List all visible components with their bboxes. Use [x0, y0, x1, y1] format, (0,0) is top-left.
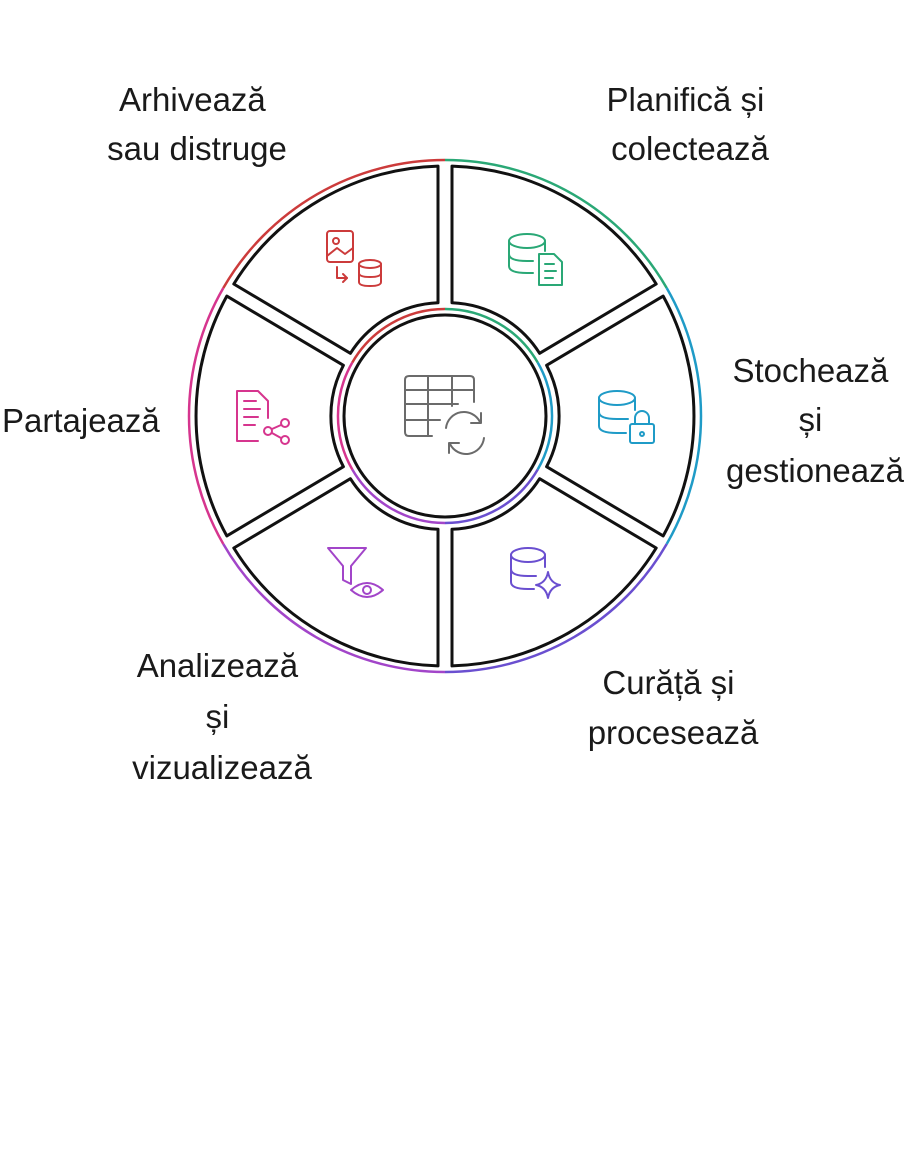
label-clean: Curăță și procesează [588, 664, 759, 751]
segment-clean[interactable] [450, 477, 658, 668]
inner-arc-clean [444, 468, 539, 525]
outer-arc-store [665, 287, 703, 545]
center-hub [342, 313, 548, 519]
inner-arc-plan [444, 307, 539, 364]
outer-arc-analyze [222, 543, 446, 674]
outer-arc-share [187, 287, 225, 545]
segment-store[interactable] [545, 294, 696, 538]
segment-archive[interactable] [232, 164, 440, 355]
inner-arc-share [336, 361, 354, 471]
inner-arc-archive [351, 307, 446, 364]
label-share: Partajează [2, 402, 160, 439]
outer-arc-clean [444, 543, 668, 674]
inner-arc-store [536, 361, 554, 471]
segments [194, 164, 696, 668]
image-to-database-icon [326, 230, 382, 287]
filter-eye-icon [327, 547, 384, 598]
document-share-icon [236, 390, 290, 445]
segment-share[interactable] [194, 294, 345, 538]
label-analyze: Analizează și vizualizează [132, 647, 312, 786]
outer-ring [187, 158, 703, 674]
database-document-icon [508, 233, 563, 286]
label-plan: Planifică și colectează [607, 81, 774, 167]
table-refresh-icon [404, 375, 485, 455]
segment-plan[interactable] [450, 164, 658, 355]
outer-arc-plan [444, 158, 668, 289]
segment-analyze[interactable] [232, 477, 440, 668]
label-store: Stochează și gestionează [726, 352, 905, 489]
database-lock-icon [598, 390, 655, 444]
database-sparkle-icon [510, 547, 561, 599]
label-archive: Arhivează sau distruge [107, 81, 287, 167]
inner-arc-analyze [351, 468, 446, 525]
inner-ring [336, 307, 554, 525]
outer-arc-archive [222, 158, 446, 289]
